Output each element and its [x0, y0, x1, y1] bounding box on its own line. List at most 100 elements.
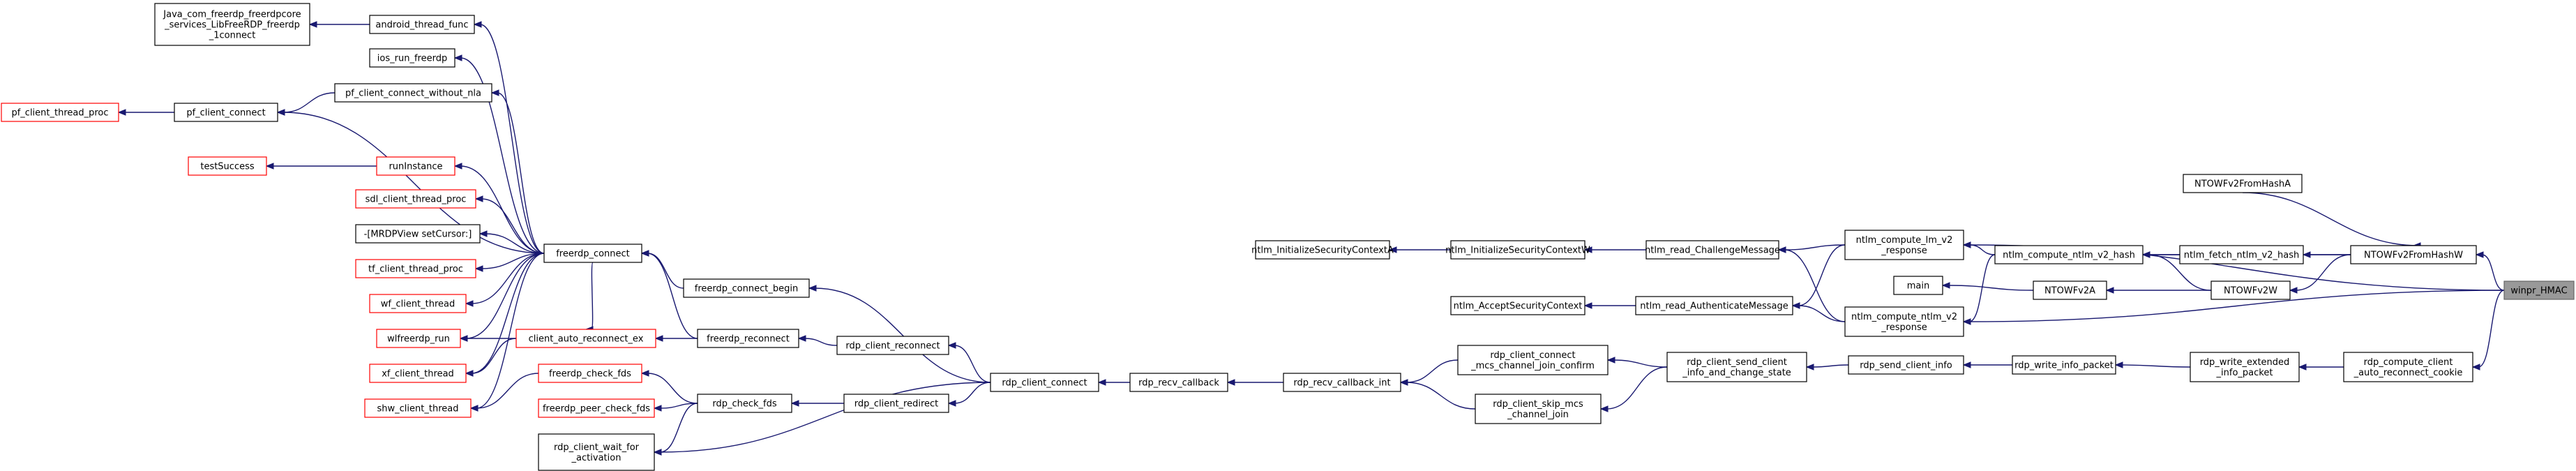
- node-wf[interactable]: wf_client_thread: [369, 294, 467, 313]
- edge-fconnect-to-android: [473, 21, 545, 254]
- node-runInstance[interactable]: runInstance: [376, 156, 455, 176]
- node-ntowfW[interactable]: NTOWFv2W: [2210, 281, 2291, 300]
- node-fetchhash[interactable]: ntlm_fetch_ntlm_v2_hash: [2179, 245, 2304, 264]
- node-box: [355, 224, 481, 244]
- node-box: [364, 398, 472, 418]
- node-label: NTOWFv2W: [2224, 286, 2277, 297]
- node-cookie[interactable]: rdp_compute_client_auto_reconnect_cookie: [2343, 352, 2473, 382]
- node-sendinfo[interactable]: rdp_client_send_client_info_and_change_s…: [1666, 352, 1807, 382]
- node-fromhashA[interactable]: NTOWFv2FromHashA: [2183, 174, 2303, 193]
- node-tf[interactable]: tf_client_thread_proc: [355, 259, 476, 278]
- node-extinfo[interactable]: rdp_write_extended_info_packet: [2190, 352, 2300, 382]
- node-rdpcheck[interactable]: rdp_check_fds: [697, 394, 792, 413]
- edge-ntowfA-to-main: [1941, 282, 2034, 291]
- edge-runInstance-to-testSuccess: [265, 163, 377, 170]
- node-label: ntlm_read_ChallengeMessage: [1645, 246, 1780, 256]
- edge-fconnect-to-sdl: [474, 195, 545, 254]
- node-java[interactable]: Java_com_freerdp_freerdpcore_services_Li…: [154, 3, 310, 46]
- node-box: [538, 433, 655, 471]
- node-freconnect[interactable]: freerdp_reconnect: [697, 329, 799, 348]
- node-clientinfo[interactable]: rdp_send_client_info: [1848, 355, 1964, 375]
- node-box: [355, 189, 476, 209]
- edge-line: [1613, 359, 1668, 368]
- node-box: [2033, 281, 2107, 300]
- node-box: [1129, 373, 1228, 392]
- node-label: _info_packet: [2216, 368, 2273, 378]
- node-label: tf_client_thread_proc: [368, 264, 463, 275]
- node-ntowfA[interactable]: NTOWFv2A: [2033, 281, 2107, 300]
- node-label: rdp_write_extended: [2200, 357, 2290, 368]
- node-pf_noNla[interactable]: pf_client_connect_without_nla: [334, 83, 492, 103]
- edge-line: [647, 373, 698, 404]
- edge-ntlmv2resp-to-authmsg: [1791, 302, 1846, 322]
- arrowhead: [469, 405, 479, 412]
- arrowhead: [1805, 364, 1814, 371]
- node-label: freerdp_reconnect: [707, 334, 790, 345]
- node-pf_thread[interactable]: pf_client_thread_proc: [1, 103, 119, 122]
- node-shw[interactable]: shw_client_thread: [364, 398, 472, 418]
- node-rdpconnect[interactable]: rdp_client_connect: [990, 373, 1099, 392]
- node-fcheck[interactable]: freerdp_check_fds: [538, 364, 642, 383]
- node-box: [2350, 245, 2477, 264]
- edge-line: [1948, 285, 2034, 291]
- edge-fconnect-to-wf: [465, 253, 545, 307]
- node-hmac[interactable]: winpr_HMAC: [2503, 281, 2575, 300]
- node-waitact[interactable]: rdp_client_wait_for_activation: [538, 433, 655, 471]
- edge-challenge-to-initW: [1583, 246, 1646, 253]
- node-v2hash[interactable]: ntlm_compute_ntlm_v2_hash: [1994, 245, 2144, 264]
- node-label: _services_LibFreeRDP_freerdp: [164, 20, 300, 31]
- node-recvcb[interactable]: rdp_recv_callback: [1129, 373, 1228, 392]
- node-label: _activation: [571, 453, 622, 463]
- node-label: ntlm_read_AuthenticateMessage: [1640, 301, 1788, 312]
- node-xf[interactable]: xf_client_thread: [369, 364, 467, 383]
- node-initA[interactable]: ntlm_InitializeSecurityContextA: [1251, 240, 1394, 260]
- node-fromhashW[interactable]: NTOWFv2FromHashW: [2350, 245, 2477, 264]
- node-box: [2179, 245, 2304, 264]
- edge-line: [2478, 290, 2505, 368]
- node-android[interactable]: android_thread_func: [369, 15, 475, 34]
- edge-line: [2121, 364, 2191, 368]
- node-main[interactable]: main: [1893, 276, 1943, 295]
- node-label: _auto_reconnect_cookie: [2353, 368, 2463, 378]
- arrowhead: [1599, 405, 1609, 412]
- node-infopacket[interactable]: rdp_write_info_packet: [2012, 355, 2116, 375]
- arrowhead: [790, 400, 799, 407]
- node-skipmcs[interactable]: rdp_client_skip_mcs_channel_join: [1475, 394, 1602, 424]
- node-box: [2012, 355, 2116, 375]
- node-box: [2190, 352, 2300, 382]
- node-fpeer[interactable]: freerdp_peer_check_fds: [538, 398, 655, 418]
- node-box: [1475, 394, 1602, 424]
- arrowhead: [1583, 302, 1592, 309]
- node-wlf[interactable]: wlfreerdp_run: [376, 329, 461, 348]
- node-fcbegin[interactable]: freerdp_connect_begin: [683, 278, 810, 298]
- node-rdpreconnect[interactable]: rdp_client_reconnect: [836, 336, 949, 355]
- edge-line: [479, 24, 545, 254]
- node-label: _1connect: [209, 31, 256, 41]
- node-mrdp[interactable]: -[MRDPView setCursor:]: [355, 224, 481, 244]
- node-ios[interactable]: ios_run_freerdp: [369, 48, 455, 68]
- arrowhead: [474, 265, 483, 272]
- arrowhead: [640, 250, 649, 257]
- node-lmv2[interactable]: ntlm_compute_lm_v2_response: [1844, 230, 1964, 260]
- edge-skipmcs-to-recvcbint: [1399, 379, 1476, 410]
- node-label: runInstance: [389, 162, 442, 172]
- edge-fcheck-to-shw: [469, 373, 539, 412]
- edge-rdpconnect-to-rdpreconnect: [947, 342, 991, 383]
- node-sdl[interactable]: sdl_client_thread_proc: [355, 189, 476, 209]
- node-initW[interactable]: ntlm_InitializeSecurityContextW: [1445, 240, 1590, 260]
- node-challenge[interactable]: ntlm_read_ChallengeMessage: [1645, 240, 1780, 260]
- edge-fconnect-to-tf: [474, 253, 545, 272]
- node-rdpredirect[interactable]: rdp_client_redirect: [843, 394, 949, 413]
- node-recvcbint[interactable]: rdp_recv_callback_int: [1283, 373, 1401, 392]
- node-label: rdp_client_redirect: [854, 399, 939, 410]
- node-ntlmv2resp[interactable]: ntlm_compute_ntlm_v2_response: [1844, 306, 1964, 337]
- node-authmsg[interactable]: ntlm_read_AuthenticateMessage: [1635, 296, 1793, 315]
- node-mcsconfirm[interactable]: rdp_client_connect_mcs_channel_join_conf…: [1457, 345, 1609, 375]
- arrowhead: [2289, 287, 2298, 294]
- node-autorec[interactable]: client_auto_reconnect_ex: [515, 329, 656, 348]
- node-pf_connect[interactable]: pf_client_connect: [174, 103, 278, 122]
- node-testSuccess[interactable]: testSuccess: [188, 156, 267, 176]
- node-label: wlfreerdp_run: [387, 334, 450, 345]
- node-accept[interactable]: ntlm_AcceptSecurityContext: [1450, 296, 1585, 315]
- node-fconnect[interactable]: freerdp_connect: [543, 244, 642, 263]
